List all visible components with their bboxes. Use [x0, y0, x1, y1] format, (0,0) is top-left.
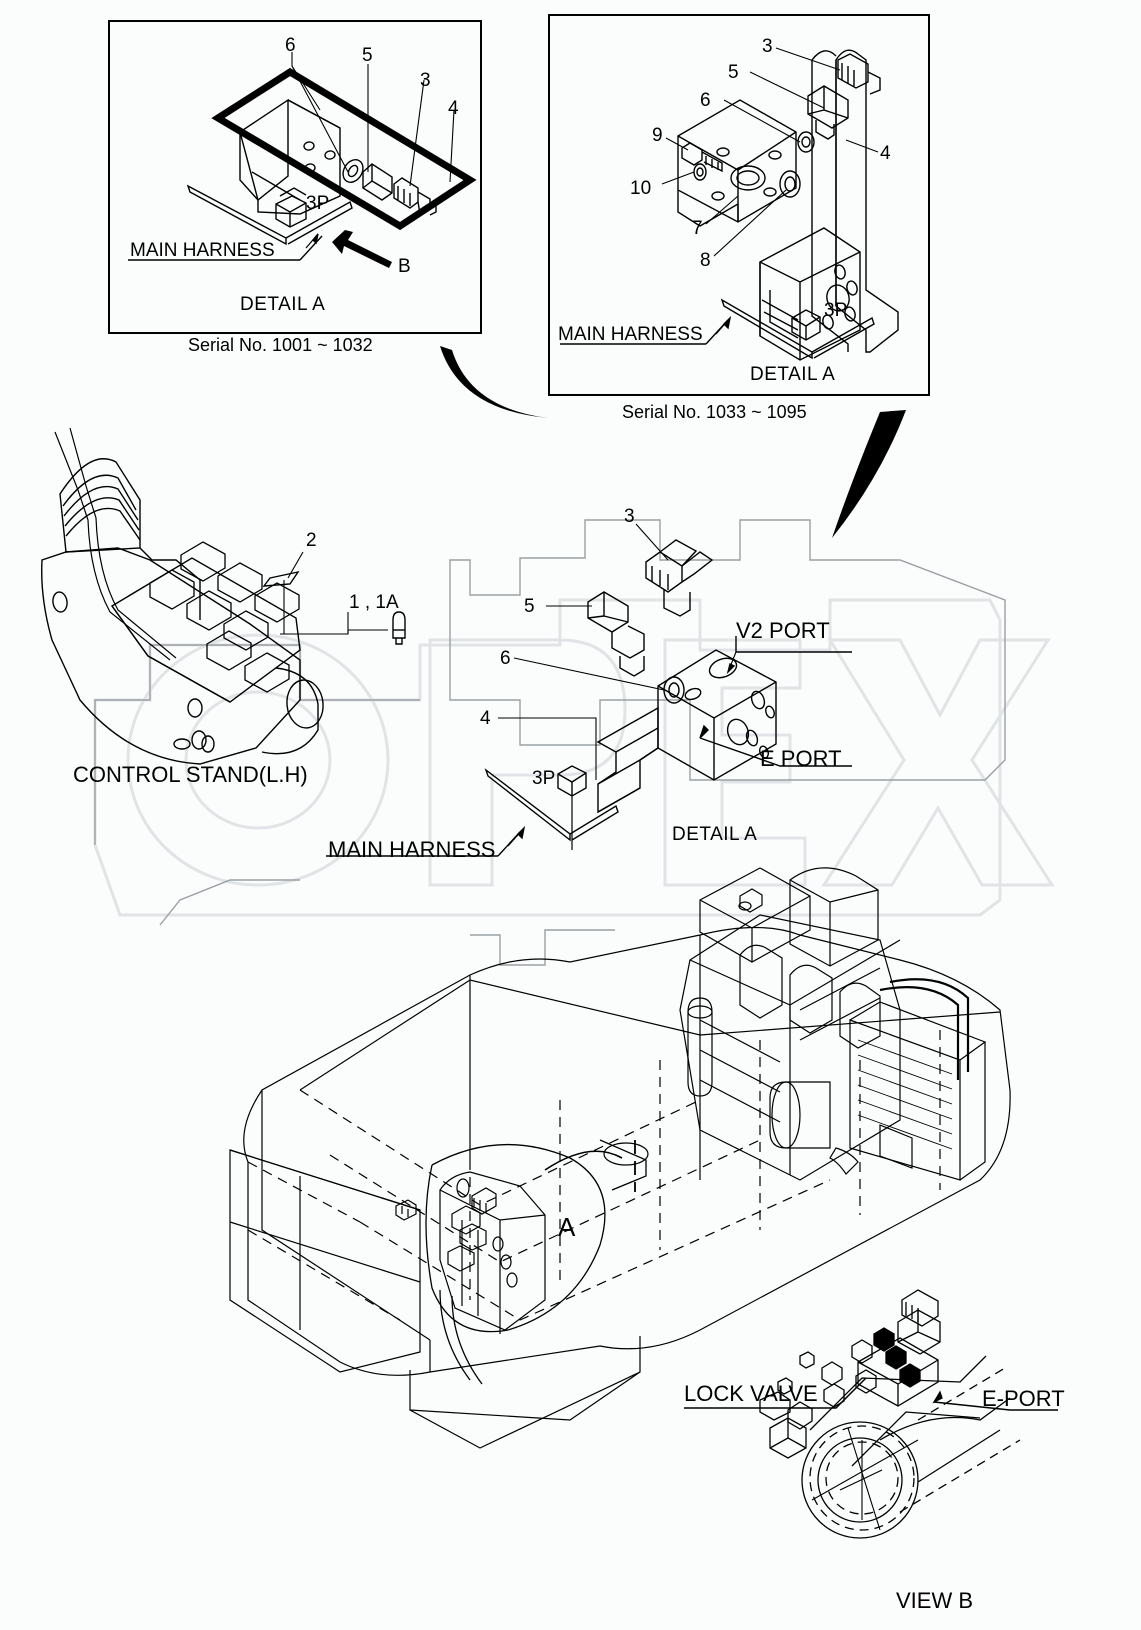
detail2-caption: DETAIL A	[750, 364, 836, 385]
detail2-serial: Serial No. 1033 ~ 1095	[622, 402, 807, 422]
detail2-callout-4: 4	[880, 143, 891, 164]
middle-callout-2: 2	[306, 530, 317, 551]
detail2-connector-3p: 3P	[824, 300, 848, 321]
view-b-e-port-label: E-PORT	[982, 1386, 1065, 1411]
middle-connector-3p: 3P	[532, 768, 556, 789]
middle-main-harness-label: MAIN HARNESS	[328, 837, 496, 862]
middle-callout-3: 3	[624, 506, 635, 527]
detail1-callout-3: 3	[420, 70, 431, 91]
detail-box-serial-1033-1095	[548, 14, 930, 396]
detail2-callout-7: 7	[692, 218, 703, 239]
detail2-callout-8: 8	[700, 250, 711, 271]
detail2-callout-5: 5	[728, 62, 739, 83]
e-port-label: E PORT	[760, 746, 842, 771]
detail2-callout-10: 10	[630, 178, 652, 199]
curved-arrow-right	[832, 410, 906, 538]
detail2-main-harness-label: MAIN HARNESS	[558, 324, 703, 345]
middle-callout-1-1a: 1 , 1A	[349, 592, 399, 613]
detail2-callout-6: 6	[700, 90, 711, 111]
middle-detail-caption: DETAIL A	[672, 824, 758, 845]
v2-port-label: V2 PORT	[736, 618, 830, 643]
middle-callout-5: 5	[524, 596, 535, 617]
detail2-callout-3: 3	[762, 36, 773, 57]
middle-callout-6: 6	[500, 648, 511, 669]
detail1-callout-6: 6	[285, 35, 296, 56]
detail1-connector-3p: 3P	[306, 193, 330, 214]
detail2-callout-9: 9	[652, 125, 663, 146]
control-stand-label: CONTROL STAND(L.H)	[73, 762, 308, 787]
detail1-caption: DETAIL A	[240, 294, 326, 315]
detail1-callout-5: 5	[362, 45, 373, 66]
detail-box-serial-1001-1032	[108, 20, 482, 334]
detail1-arrow-b-label: B	[398, 256, 411, 277]
lock-valve-label: LOCK VALVE	[684, 1381, 818, 1406]
machine-section-marker-a: A	[558, 1212, 576, 1242]
detail1-serial: Serial No. 1001 ~ 1032	[188, 335, 373, 355]
curved-arrow-left	[440, 346, 548, 418]
detail1-main-harness-label: MAIN HARNESS	[130, 240, 275, 261]
detail1-callout-4: 4	[448, 98, 459, 119]
view-b-caption: VIEW B	[896, 1588, 974, 1613]
middle-callout-4: 4	[480, 708, 491, 729]
